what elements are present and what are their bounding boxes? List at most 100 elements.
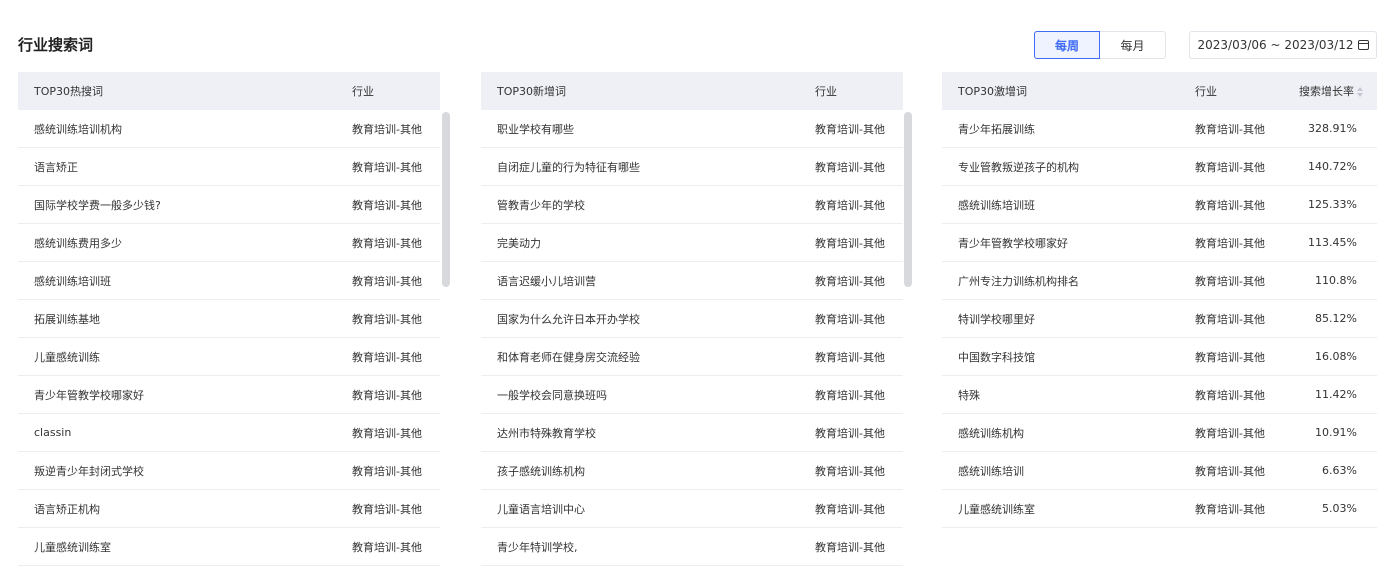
growth-rate-cell: 5.03% — [1322, 502, 1357, 515]
growth-rate-cell: 125.33% — [1308, 198, 1357, 211]
keyword-cell: 感统训练培训班 — [34, 274, 111, 288]
growth-rate-cell: 140.72% — [1308, 160, 1357, 173]
industry-cell: 教育培训-其他 — [1195, 312, 1265, 326]
table-row[interactable]: 叛逆青少年封闭式学校教育培训-其他 — [18, 452, 440, 490]
keyword-cell: 中国数字科技馆 — [958, 350, 1035, 364]
industry-cell: 教育培训-其他 — [352, 122, 422, 136]
table-row[interactable]: 儿童感统训练教育培训-其他 — [18, 338, 440, 376]
keyword-cell: 广州专注力训练机构排名 — [958, 274, 1079, 288]
table-row[interactable]: 儿童语言培训中心教育培训-其他 — [481, 490, 903, 528]
table-row[interactable]: 儿童感统训练室教育培训-其他 — [18, 528, 440, 566]
table-row[interactable]: 完美动力教育培训-其他 — [481, 224, 903, 262]
growth-rate-cell: 328.91% — [1308, 122, 1357, 135]
keyword-cell: 国际学校学费一般多少钱? — [34, 198, 161, 212]
growth-rate-label: 搜索增长率 — [1299, 85, 1354, 98]
table-row[interactable]: 青少年特训学校,教育培训-其他 — [481, 528, 903, 566]
table-row[interactable]: 孩子感统训练机构教育培训-其他 — [481, 452, 903, 490]
keyword-cell: 儿童感统训练室 — [958, 502, 1035, 516]
table-body: 感统训练培训机构教育培训-其他语言矫正教育培训-其他国际学校学费一般多少钱?教育… — [18, 110, 440, 566]
table-row[interactable]: 语言迟缓小儿培训营教育培训-其他 — [481, 262, 903, 300]
keyword-cell: 特训学校哪里好 — [958, 312, 1035, 326]
hot-search-table: TOP30热搜词 行业 感统训练培训机构教育培训-其他语言矫正教育培训-其他国际… — [18, 72, 440, 566]
table-row[interactable]: 语言矫正机构教育培训-其他 — [18, 490, 440, 528]
industry-cell: 教育培训-其他 — [815, 312, 885, 326]
table-row[interactable]: 中国数字科技馆 教育培训-其他 16.08% — [942, 338, 1377, 376]
table-row[interactable]: 拓展训练基地 教育培训-其他 — [18, 300, 440, 338]
table-row[interactable]: 感统训练培训班教育培训-其他 — [18, 262, 440, 300]
keyword-cell: 语言矫正机构 — [34, 502, 100, 516]
weekly-button[interactable]: 每周 — [1034, 31, 1100, 59]
growth-rate-cell: 10.91% — [1315, 426, 1357, 439]
industry-cell: 教育培训-其他 — [815, 540, 885, 554]
column-header-word: TOP30新增词 — [497, 85, 567, 98]
industry-cell: 教育培训-其他 — [352, 312, 422, 326]
industry-cell: 教育培训-其他 — [1195, 160, 1265, 174]
industry-cell: 教育培训-其他 — [352, 540, 422, 554]
keyword-cell: 感统训练费用多少 — [34, 236, 122, 250]
sort-icon[interactable] — [1357, 87, 1363, 97]
keyword-cell: 职业学校有哪些 — [497, 122, 574, 136]
table-row[interactable]: 广州专注力训练机构排名 教育培训-其他 110.8% — [942, 262, 1377, 300]
industry-cell: 教育培训-其他 — [1195, 464, 1265, 478]
scrollbar-thumb[interactable] — [904, 112, 912, 287]
keyword-cell: 自闭症儿童的行为特征有哪些 — [497, 160, 640, 174]
table-body: 职业学校有哪些教育培训-其他自闭症儿童的行为特征有哪些教育培训-其他管教青少年的… — [481, 110, 903, 566]
column-header-industry: 行业 — [1195, 85, 1217, 98]
keyword-cell: 完美动力 — [497, 236, 541, 250]
keyword-cell: 一般学校会同意换班吗 — [497, 388, 607, 402]
growth-rate-cell: 85.12% — [1315, 312, 1357, 325]
keyword-cell: 和体育老师在健身房交流经验 — [497, 350, 640, 364]
table-row[interactable]: 职业学校有哪些教育培训-其他 — [481, 110, 903, 148]
date-range-text: 2023/03/06 ~ 2023/03/12 — [1197, 38, 1354, 52]
keyword-cell: 叛逆青少年封闭式学校 — [34, 464, 144, 478]
keyword-cell: 孩子感统训练机构 — [497, 464, 585, 478]
keyword-cell: 语言矫正 — [34, 160, 78, 174]
column-header-growth-rate[interactable]: 搜索增长率 — [1299, 83, 1377, 99]
table-row[interactable]: 国家为什么允许日本开办学校教育培训-其他 — [481, 300, 903, 338]
industry-cell: 教育培训-其他 — [1195, 350, 1265, 364]
period-toggle: 每周 每月 — [1034, 31, 1166, 59]
industry-cell: 教育培训-其他 — [1195, 426, 1265, 440]
table-row[interactable]: 一般学校会同意换班吗教育培训-其他 — [481, 376, 903, 414]
table-row[interactable]: 语言矫正 教育培训-其他 — [18, 148, 440, 186]
industry-cell: 教育培训-其他 — [815, 350, 885, 364]
growth-rate-cell: 16.08% — [1315, 350, 1357, 363]
growth-rate-cell: 110.8% — [1315, 274, 1357, 287]
new-table-scrollbar[interactable] — [904, 72, 912, 564]
keyword-cell: 青少年管教学校哪家好 — [958, 236, 1068, 250]
date-range-picker[interactable]: 2023/03/06 ~ 2023/03/12 — [1189, 31, 1377, 59]
industry-cell: 教育培训-其他 — [352, 160, 422, 174]
monthly-button[interactable]: 每月 — [1100, 31, 1166, 59]
keyword-cell: classin — [34, 426, 72, 439]
table-row[interactable]: 特训学校哪里好 教育培训-其他 85.12% — [942, 300, 1377, 338]
table-row[interactable]: 自闭症儿童的行为特征有哪些教育培训-其他 — [481, 148, 903, 186]
industry-cell: 教育培训-其他 — [352, 198, 422, 212]
table-header: TOP30激增词 行业 搜索增长率 — [942, 72, 1377, 110]
keyword-cell: 青少年拓展训练 — [958, 122, 1035, 136]
table-row[interactable]: 感统训练培训机构 教育培训-其他 — [18, 110, 440, 148]
table-row[interactable]: 达州市特殊教育学校教育培训-其他 — [481, 414, 903, 452]
table-row[interactable]: 国际学校学费一般多少钱? 教育培训-其他 — [18, 186, 440, 224]
table-row[interactable]: 管教青少年的学校教育培训-其他 — [481, 186, 903, 224]
table-row[interactable]: 感统训练费用多少教育培训-其他 — [18, 224, 440, 262]
keyword-cell: 感统训练培训机构 — [34, 122, 122, 136]
table-row[interactable]: 青少年管教学校哪家好教育培训-其他 — [18, 376, 440, 414]
scrollbar-thumb[interactable] — [442, 112, 450, 287]
table-row[interactable]: 和体育老师在健身房交流经验 教育培训-其他 — [481, 338, 903, 376]
hot-table-scrollbar[interactable] — [442, 72, 450, 564]
industry-cell: 教育培训-其他 — [1195, 274, 1265, 288]
industry-cell: 教育培训-其他 — [815, 198, 885, 212]
column-header-word: TOP30热搜词 — [34, 85, 104, 98]
keyword-cell: 拓展训练基地 — [34, 312, 100, 326]
